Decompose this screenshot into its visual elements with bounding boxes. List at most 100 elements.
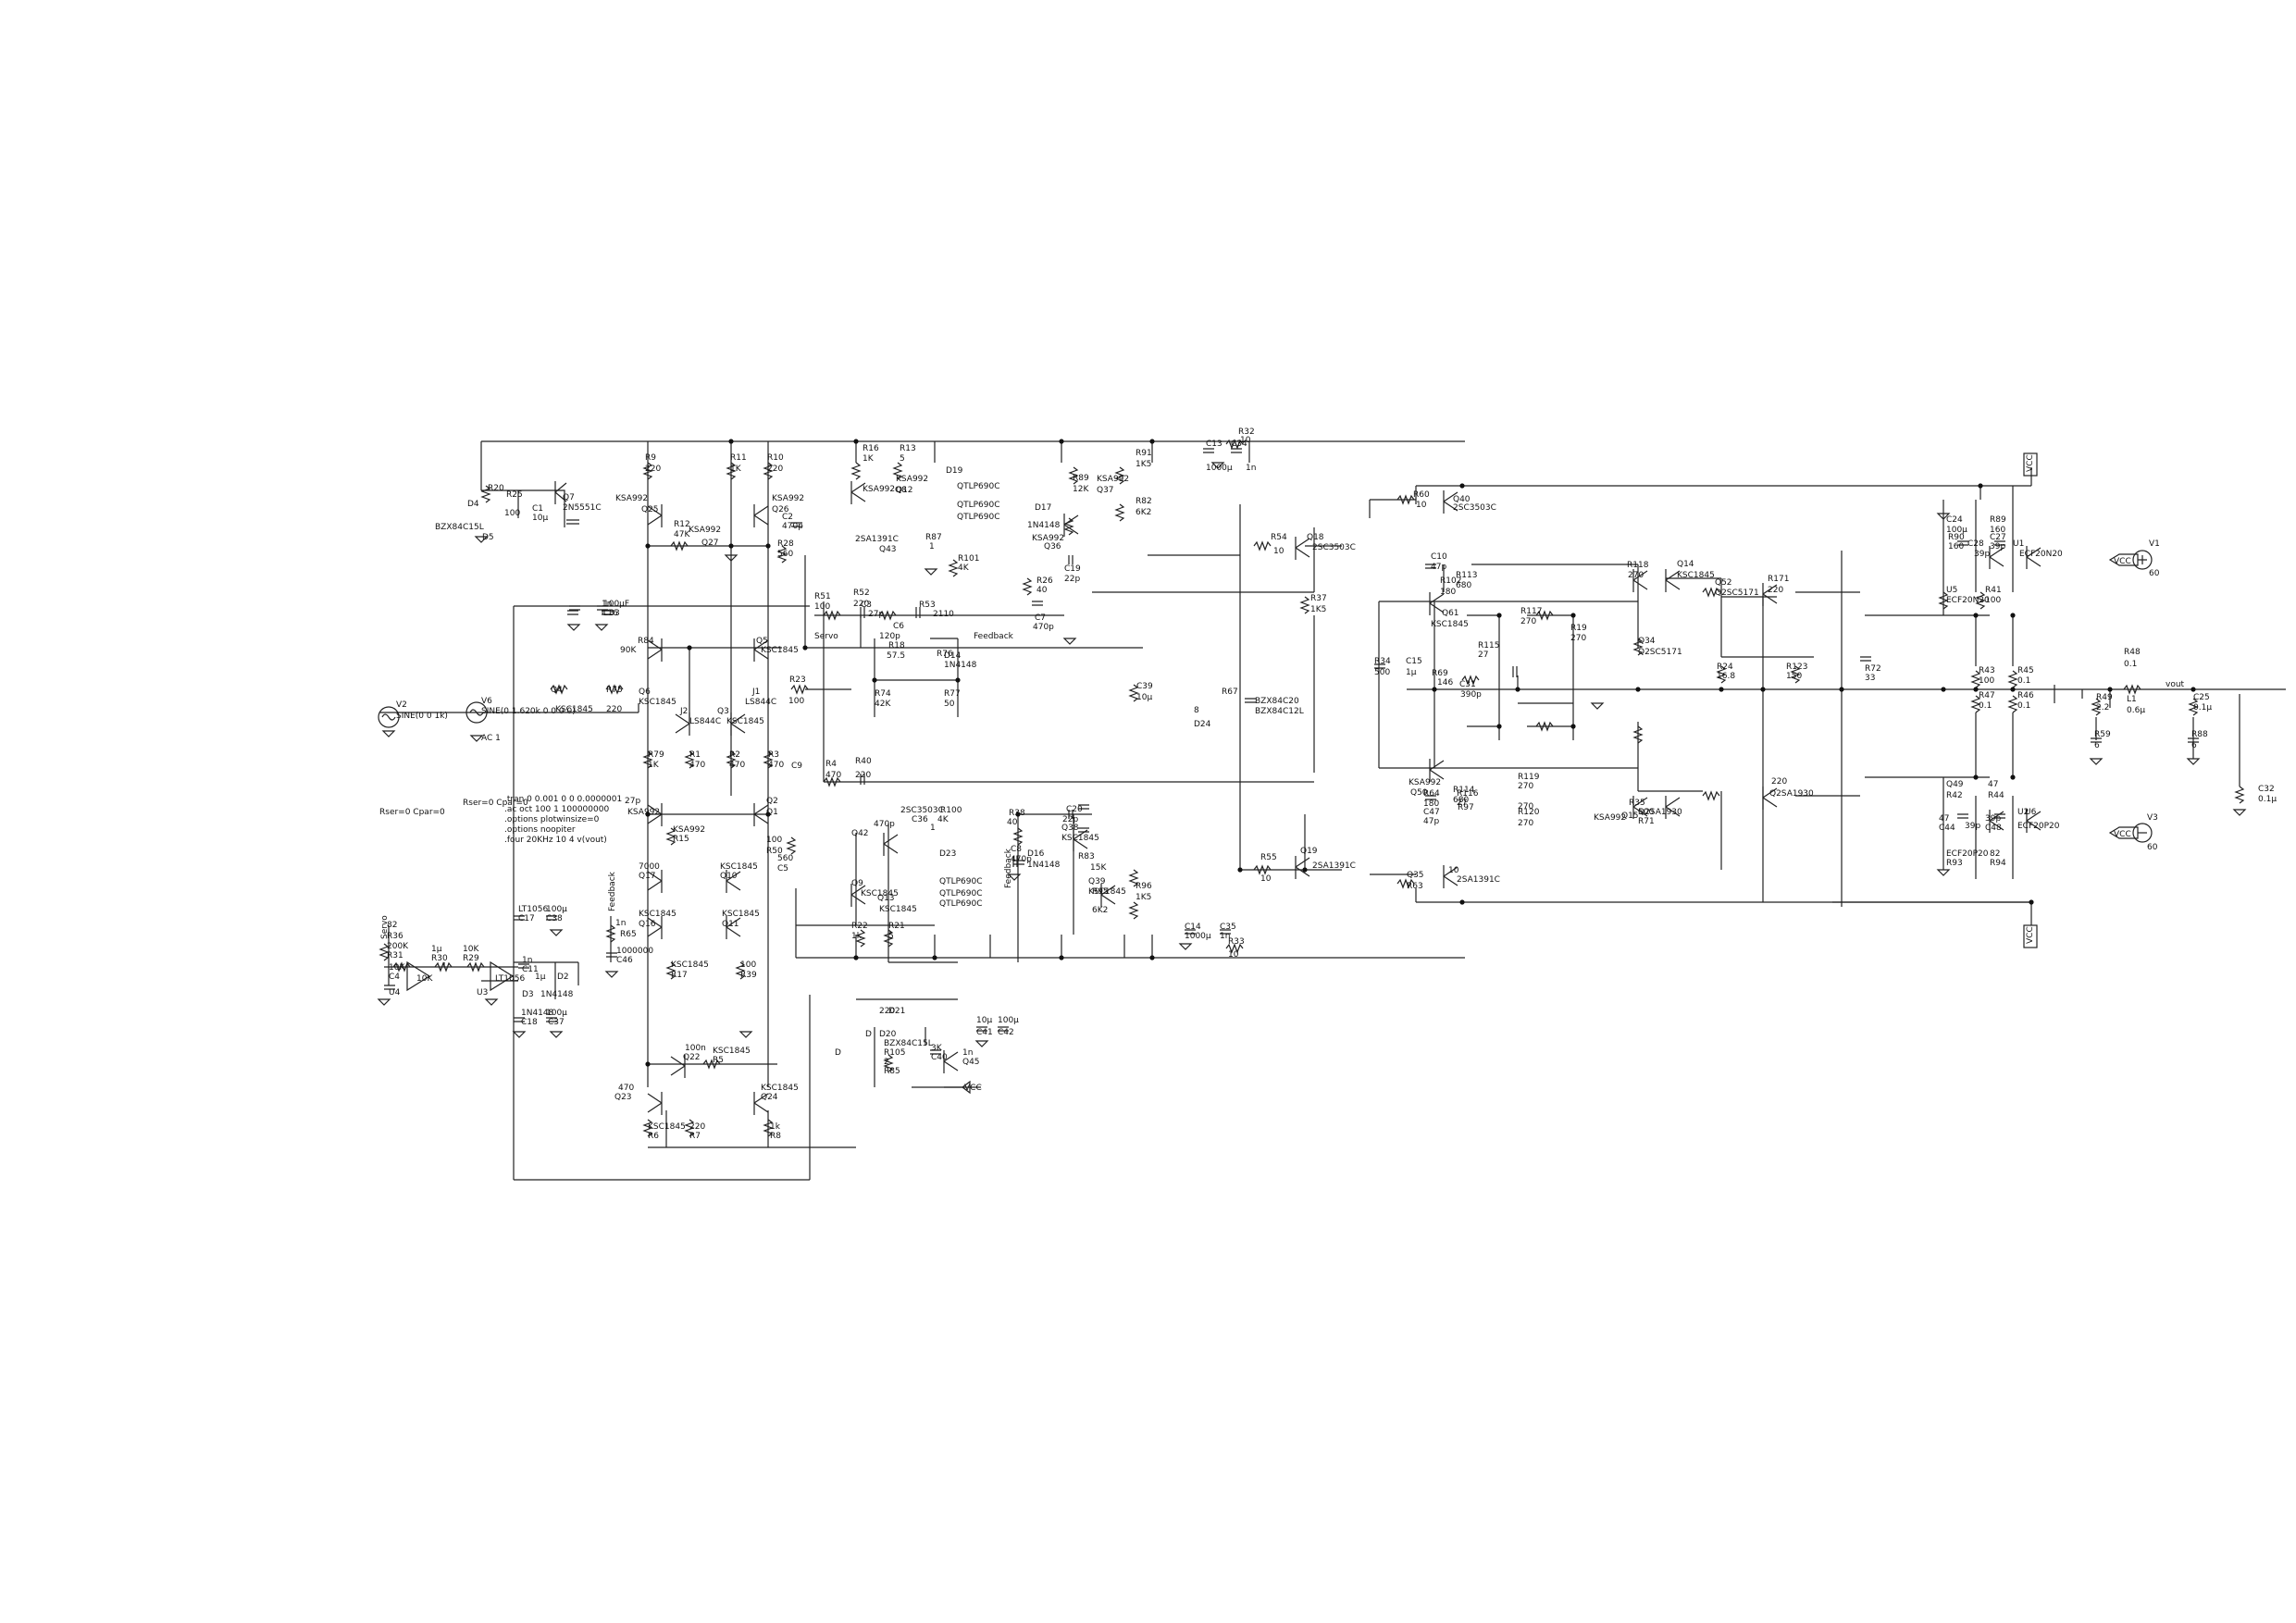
part-label: 100µ [1946,526,1967,535]
part-label: R4 [825,760,837,769]
part-label: C6 [893,622,904,631]
part-label: Q38 [1061,824,1079,833]
part-label: Q35 [1407,871,1424,880]
part-label: D21 [888,1007,905,1016]
part-label: 1 [929,542,935,551]
part-label: 82 [387,921,397,930]
source-labels: V2 SINE(0 0 1k) V6 SINE(0 1.620k 0 0 0 0… [379,539,2160,852]
part-label: D17 [1035,503,1051,513]
capacitor-icon [1512,666,1518,677]
transistor-icon [1989,546,2004,569]
part-label: 10 [1448,866,1459,875]
ground-icon [377,998,391,1006]
transistor-icon [647,870,663,893]
part-label: 10 [1273,547,1285,556]
part-label: 39p [1974,550,1990,559]
part-label: 1k [851,932,863,941]
part-label: 390p [1460,690,1482,700]
part-label: 47 [1988,780,1998,789]
part-label: D4 [467,500,479,509]
part-label: C31 [1459,680,1476,689]
part-label: 1µ [1406,668,1417,677]
part-label: Q9 [851,879,863,888]
resistor-zigzag-icon [735,961,746,980]
part-label: 270 [1518,819,1533,828]
part-label: C14 [1185,923,1201,932]
part-label: D19 [946,466,963,476]
part-label: 180 [1423,799,1439,809]
v3-value: 60 [2147,843,2158,852]
v6-value: SINE(0 1.620k 0 0 0 0) [481,707,576,716]
part-label: LS844C [745,698,776,707]
part-label: R117 [1520,607,1542,616]
net-feedback-label-2: Feedback [608,871,617,911]
part-label: ECF20N20 [2019,550,2063,559]
resistor-zigzag-icon [1225,943,1244,954]
capacitor-icon [546,915,557,921]
resistor-zigzag-icon [1975,591,1986,610]
part-label: C47 [1423,808,1440,817]
part-label: 500 [1638,808,1654,817]
resistor-zigzag-icon [642,750,653,769]
part-label: Q22 [683,1053,701,1062]
part-label: 270 [1518,782,1533,791]
part-label: R88 [2191,730,2208,739]
capacitor-icon [567,610,578,615]
resistor-zigzag-icon [670,540,689,551]
part-label: 1n [602,600,612,609]
resistor-zigzag-icon [550,684,568,695]
part-label: 160 [1990,526,2005,535]
part-label: R31 [387,951,403,960]
part-label: D [865,1030,872,1039]
part-label: 42K [875,700,891,709]
part-label: 22p [1062,815,1078,824]
transistor-icon [647,1092,663,1115]
opamp-icons [406,960,515,992]
net-servo-label: Servo [814,632,838,641]
capacitor-icon [1994,813,2005,819]
part-label: R45 [2017,666,2034,675]
resistor-icons [379,439,2245,1137]
part-label: 1K [863,454,875,464]
capacitor-icon [518,963,529,969]
part-label: R95 [1092,887,1109,897]
part-label: 47p [1423,817,1439,826]
v6-name: V6 [481,697,492,706]
part-label: 10µ [976,1016,992,1025]
part-label: R114 [1453,786,1475,795]
part-label: 100 [814,602,830,612]
ground-icon [474,536,489,543]
resistor-zigzag-icon [1225,439,1244,450]
part-label: 90K [620,646,637,655]
ground-icons [377,462,2247,1047]
resistor-zigzag-icon [2188,698,2199,716]
part-label: R29 [463,954,479,963]
capacitor-icon [602,610,613,615]
part-label: R60 [1413,490,1430,500]
part-label: R9 [645,453,656,463]
ground-icon [974,1040,989,1047]
source-icons [378,550,2153,843]
part-label: R75 [606,686,623,695]
part-label: 1000µ [1185,932,1211,941]
part-label: Q61 [1442,609,1459,618]
part-label: R40 [855,757,872,766]
part-label: C35 [1220,923,1236,932]
part-label: 5 [900,454,905,464]
part-label: Q36 [1044,542,1061,551]
part-label: KSA992 [1409,778,1441,787]
part-label: 5 [888,932,894,941]
part-label: Q42 [851,829,869,838]
capacitor-icon [1078,827,1089,833]
part-label: 6 [2191,741,2197,750]
part-label: D24 [1194,720,1211,729]
part-label: R76 [937,650,953,659]
resistor-zigzag-icon [948,559,959,577]
spice-directive-line: .options plotwinsize=0 [504,815,600,824]
part-label: 15K [1090,863,1107,873]
part-label: 1 [930,824,936,833]
resistor-zigzag-icon [702,1059,721,1070]
resistor-zigzag-icon [776,545,788,564]
part-label: R3 [768,750,779,760]
part-label: Q45 [962,1058,980,1067]
